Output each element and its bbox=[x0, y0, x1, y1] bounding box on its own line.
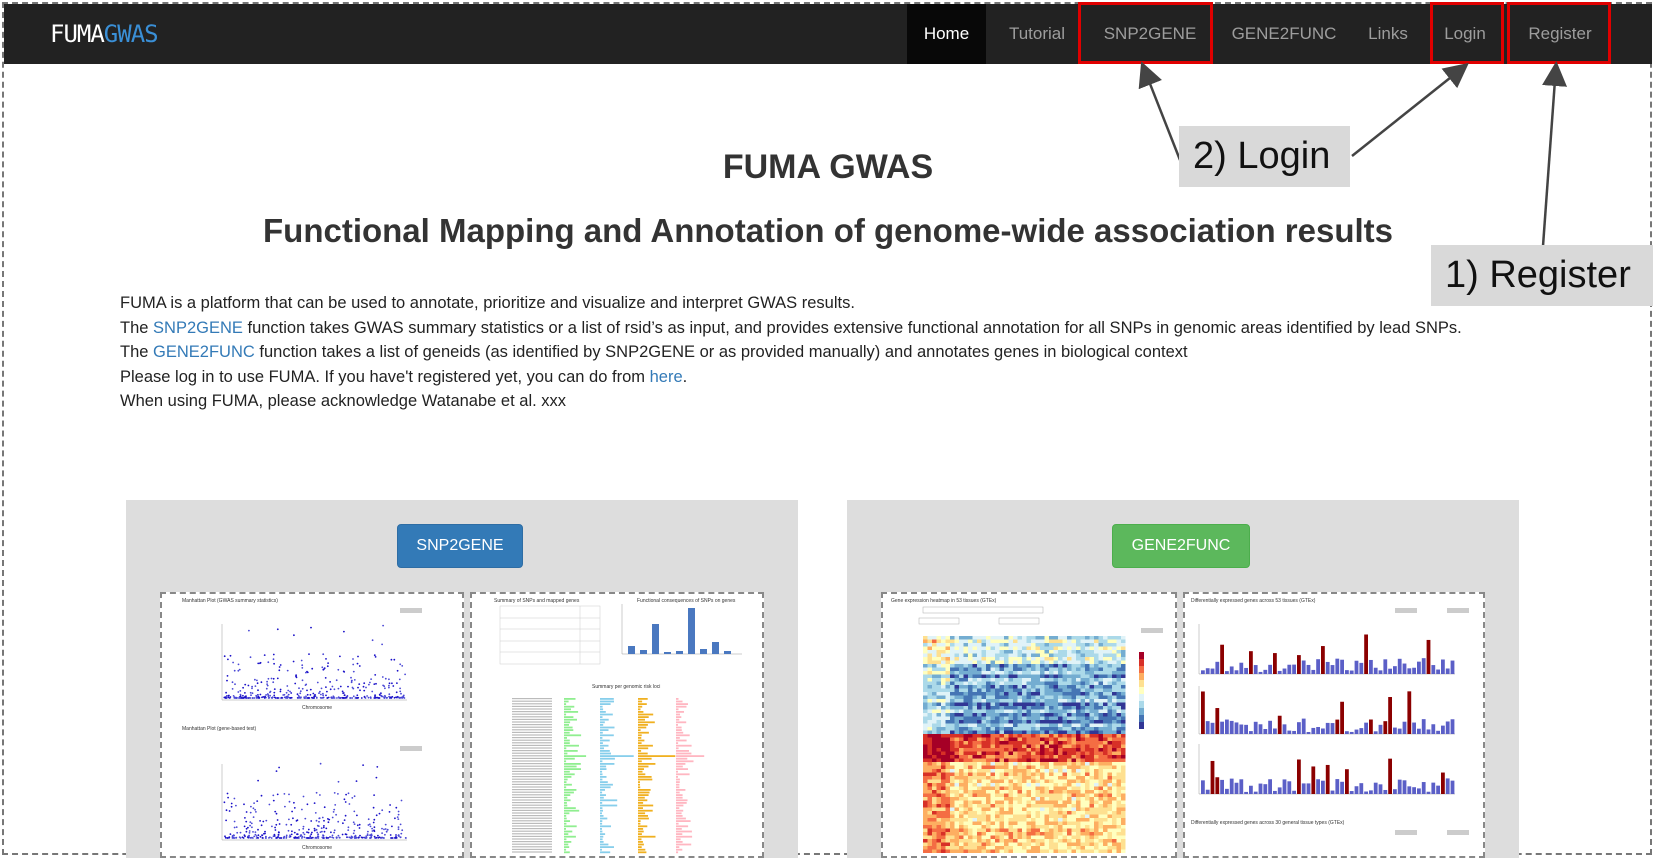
manhattan2-xlabel: Chromosome bbox=[302, 845, 332, 851]
nav-home[interactable]: Home bbox=[907, 4, 986, 64]
top-navbar: FUMAGWAS Home Tutorial SNP2GENE GENE2FUN… bbox=[4, 4, 1652, 64]
order-genes-select bbox=[918, 617, 960, 625]
brand-part2: GWAS bbox=[103, 20, 159, 48]
manhattan1-title: Manhattan Plot (GWAS summary statistics) bbox=[182, 598, 278, 604]
snp2gene-button[interactable]: SNP2GENE bbox=[397, 524, 523, 568]
callout-register: 1) Register bbox=[1431, 245, 1653, 306]
summary-table bbox=[499, 605, 601, 665]
gene2func-button[interactable]: GENE2FUNC bbox=[1112, 524, 1250, 568]
nav-links[interactable]: Links bbox=[1368, 24, 1408, 43]
download-icon bbox=[1141, 628, 1163, 633]
manhattan1-xlabel: Chromosome bbox=[302, 705, 332, 711]
risk-loci-title: Summary per genomic risk loci bbox=[592, 684, 660, 690]
intro-text: FUMA is a platform that can be used to a… bbox=[120, 291, 1490, 414]
manhattan-thumbnail[interactable]: Manhattan Plot (GWAS summary statistics)… bbox=[160, 592, 464, 858]
expression-select bbox=[922, 606, 1044, 614]
intro-line-3: The GENE2FUNC function takes a list of g… bbox=[120, 343, 1188, 361]
manhattan2-title: Manhattan Plot (gene-based test) bbox=[182, 726, 257, 732]
highlight-login bbox=[1430, 2, 1504, 64]
page-title: FUMA GWAS bbox=[722, 148, 934, 186]
download-icon bbox=[1447, 608, 1469, 613]
nav-gene2func[interactable]: GENE2FUNC bbox=[1231, 24, 1337, 43]
brand-logo[interactable]: FUMAGWAS bbox=[50, 20, 159, 48]
nav-tutorial[interactable]: Tutorial bbox=[1008, 24, 1066, 43]
nav-register[interactable]: Register bbox=[1528, 24, 1592, 43]
intro-line-1: FUMA is a platform that can be used to a… bbox=[120, 294, 855, 312]
intro-line-4: Please log in to use FUMA. If you have't… bbox=[120, 367, 688, 386]
deg-title: Differentially expressed genes across 53… bbox=[1191, 598, 1316, 604]
arrow-to-snp2gene bbox=[1138, 61, 1182, 161]
deg-title-2: Differentially expressed genes across 30… bbox=[1191, 820, 1345, 826]
callout-login: 2) Login bbox=[1179, 126, 1350, 187]
annotation-arrows bbox=[1138, 61, 1568, 247]
page-subtitle: Functional Mapping and Annotation of gen… bbox=[263, 212, 1393, 249]
summary-thumbnail[interactable]: Summary of SNPs and mapped genes Functio… bbox=[470, 592, 764, 858]
order-tissues-select bbox=[998, 617, 1040, 625]
summary-title: Summary of SNPs and mapped genes bbox=[494, 598, 580, 604]
arrow-to-register bbox=[1541, 61, 1568, 247]
download-icon bbox=[1395, 830, 1417, 835]
snp2gene-link[interactable]: SNP2GENE bbox=[153, 318, 243, 337]
gene2func-link[interactable]: GENE2FUNC bbox=[153, 343, 255, 361]
nav-login[interactable]: Login bbox=[1444, 24, 1486, 43]
download-icon bbox=[400, 746, 422, 751]
intro-line-2: The SNP2GENE function takes GWAS summary… bbox=[120, 318, 1462, 337]
register-here-link[interactable]: here bbox=[649, 367, 683, 386]
heatmap-title: Gene expression heatmap in 53 tissues (G… bbox=[891, 598, 997, 604]
deg-thumbnail[interactable]: Differentially expressed genes across 53… bbox=[1183, 592, 1485, 858]
brand-part1: FUMA bbox=[50, 20, 105, 48]
download-icon bbox=[400, 608, 422, 613]
nav-snp2gene[interactable]: SNP2GENE bbox=[1103, 24, 1197, 43]
download-icon bbox=[1395, 608, 1417, 613]
download-icon bbox=[1447, 830, 1469, 835]
consequences-title: Functional consequences of SNPs on genes bbox=[637, 598, 736, 604]
arrow-to-login bbox=[1351, 62, 1469, 157]
heatmap-thumbnail[interactable]: Gene expression heatmap in 53 tissues (G… bbox=[881, 592, 1177, 858]
intro-line-5: When using FUMA, please acknowledge Wata… bbox=[120, 392, 567, 410]
